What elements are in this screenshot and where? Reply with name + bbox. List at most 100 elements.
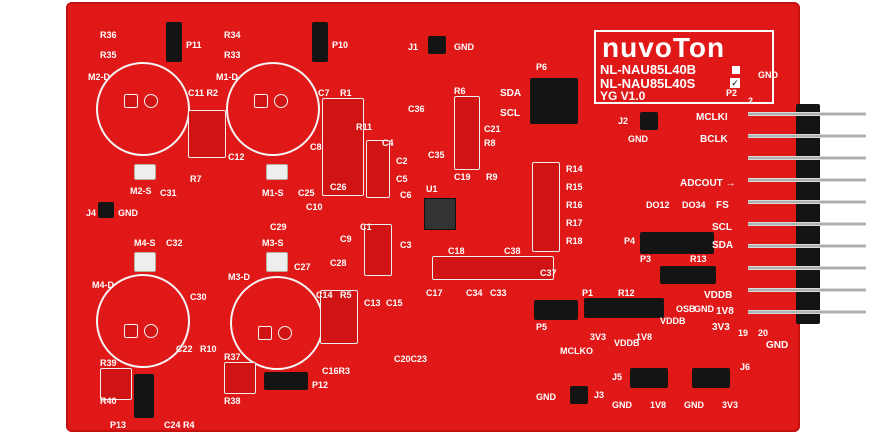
label-r7: R7 bbox=[190, 174, 202, 184]
header-j5 bbox=[630, 368, 668, 388]
label-p11: P11 bbox=[186, 40, 202, 50]
label-c33: C33 bbox=[490, 288, 507, 298]
label-r40: R40 bbox=[100, 396, 117, 406]
logo-version: YG V1.0 bbox=[600, 89, 646, 103]
mic-outline-m1 bbox=[226, 62, 320, 156]
checkbox-s-checked-icon: ✓ bbox=[730, 78, 740, 88]
label-j1: J1 bbox=[408, 42, 419, 52]
label-c19: C19 bbox=[454, 172, 471, 182]
pin bbox=[748, 266, 866, 270]
p2-label-mclki: MCLKI bbox=[696, 112, 728, 123]
header-p11 bbox=[166, 22, 182, 62]
label-gnd-j2: GND bbox=[628, 134, 648, 144]
header-j6 bbox=[692, 368, 730, 388]
mic-pad bbox=[144, 324, 158, 338]
label-p1: P1 bbox=[582, 288, 594, 298]
label-c6: C6 bbox=[400, 190, 412, 200]
pin bbox=[748, 200, 866, 204]
label-c34: C34 bbox=[466, 288, 483, 298]
header-p12 bbox=[264, 372, 308, 390]
label-c2: C2 bbox=[396, 156, 408, 166]
label-r11: R11 bbox=[356, 122, 373, 132]
label-r18: R18 bbox=[566, 236, 583, 246]
label-gnd-p1: GND bbox=[694, 304, 714, 314]
label-3v3-j6: 3V3 bbox=[722, 400, 739, 410]
component-block bbox=[364, 224, 392, 276]
label-j4: J4 bbox=[86, 208, 97, 218]
label-m2s: M2-S bbox=[130, 186, 152, 196]
label-c12: C12 bbox=[228, 152, 245, 162]
label-c36: C36 bbox=[408, 104, 425, 114]
label-pin20: 20 bbox=[758, 328, 769, 338]
label-1v8-j5: 1V8 bbox=[650, 400, 667, 410]
label-gnd-j4: GND bbox=[118, 208, 138, 218]
header-p10 bbox=[312, 22, 328, 62]
mic-pad bbox=[124, 94, 138, 108]
pin bbox=[748, 156, 866, 160]
header-p5 bbox=[534, 300, 578, 320]
label-sda: SDA bbox=[500, 88, 522, 99]
mic-pad bbox=[274, 94, 288, 108]
component-block bbox=[366, 140, 390, 198]
label-1v8: 1V8 bbox=[636, 332, 653, 342]
mic-pad bbox=[124, 324, 138, 338]
pin bbox=[748, 222, 866, 226]
mic-outline-m4 bbox=[96, 274, 190, 368]
label-r16: R16 bbox=[566, 200, 583, 210]
label-p6: P6 bbox=[536, 62, 548, 72]
label-mclko: MCLKO bbox=[560, 346, 593, 356]
header-j2 bbox=[640, 112, 658, 130]
label-c5: C5 bbox=[396, 174, 408, 184]
label-c8: C8 bbox=[310, 142, 322, 152]
label-p12: P12 bbox=[312, 380, 329, 390]
label-r36: R36 bbox=[100, 30, 117, 40]
label-r5: R5 bbox=[340, 290, 352, 300]
label-c13: C13 bbox=[364, 298, 381, 308]
label-c1: C1 bbox=[360, 222, 372, 232]
component-block bbox=[100, 368, 132, 400]
mic-pad bbox=[254, 94, 268, 108]
label-c27: C27 bbox=[294, 262, 311, 272]
mic-pad bbox=[278, 326, 292, 340]
label-r14: R14 bbox=[566, 164, 583, 174]
label-c21: C21 bbox=[484, 124, 501, 134]
u1-codec-chip bbox=[424, 198, 456, 230]
label-gnd-j6: GND bbox=[684, 400, 704, 410]
pin bbox=[748, 244, 866, 248]
label-scl: SCL bbox=[500, 108, 520, 119]
label-c17: C17 bbox=[426, 288, 443, 298]
header-j3 bbox=[570, 386, 588, 404]
logo-variant-s: NL-NAU85L40S bbox=[600, 76, 696, 91]
label-r15: R15 bbox=[566, 182, 583, 192]
label-m3s: M3-S bbox=[262, 238, 284, 248]
mic-m1-s bbox=[266, 164, 288, 180]
label-m4d: M4-D bbox=[92, 280, 114, 290]
label-r37: R37 bbox=[224, 352, 241, 362]
label-do12: DO12 bbox=[646, 200, 670, 210]
label-c28: C28 bbox=[330, 258, 347, 268]
p2-label-vddb: VDDB bbox=[704, 290, 733, 301]
pin bbox=[748, 178, 866, 182]
label-r17: R17 bbox=[566, 218, 583, 228]
label-c30: C30 bbox=[190, 292, 207, 302]
p2-label-gnd: GND bbox=[766, 340, 789, 351]
header-p2 bbox=[796, 104, 820, 324]
p2-label-scl: SCL bbox=[712, 222, 732, 233]
header-p4 bbox=[640, 232, 714, 254]
cap-row bbox=[432, 256, 554, 280]
label-r10: R10 bbox=[200, 344, 217, 354]
label-p5: P5 bbox=[536, 322, 548, 332]
label-c15: C15 bbox=[386, 298, 403, 308]
label-j3: J3 bbox=[594, 390, 605, 400]
label-m1d: M1-D bbox=[216, 72, 238, 82]
label-osb: OSB bbox=[676, 304, 696, 314]
label-c35: C35 bbox=[428, 150, 445, 160]
label-c14: C14 bbox=[316, 290, 333, 300]
label-u1: U1 bbox=[426, 184, 438, 194]
pin bbox=[748, 112, 866, 116]
label-do34: DO34 bbox=[682, 200, 706, 210]
label-j5: J5 bbox=[612, 372, 623, 382]
resistor-array bbox=[532, 162, 560, 252]
label-pin2: 2 bbox=[748, 96, 754, 106]
label-p13: P13 bbox=[110, 420, 127, 430]
